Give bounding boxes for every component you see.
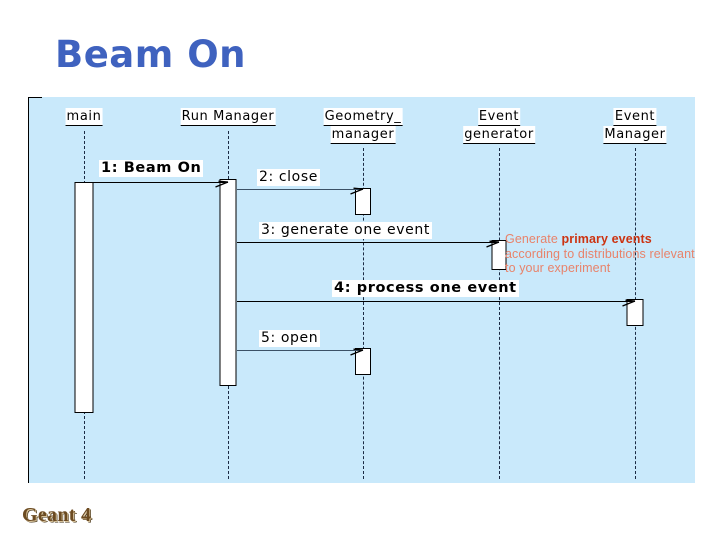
note-emphasis: primary events bbox=[561, 232, 652, 246]
lifeline-header-line: main bbox=[65, 108, 103, 126]
lifeline-header-text: Event bbox=[613, 108, 657, 126]
message-arrowhead-1 bbox=[215, 174, 229, 188]
activation-bar-event-generator bbox=[491, 240, 507, 270]
activation-bar-main bbox=[74, 182, 94, 413]
lifeline-header-line: Event bbox=[463, 108, 535, 126]
panel-top-border bbox=[28, 97, 42, 98]
message-label-4: 4: process one event bbox=[332, 280, 519, 297]
footer-logo: Geant 4 bbox=[22, 504, 92, 526]
lifeline-header-text: Manager bbox=[603, 126, 667, 144]
lifeline-header-geometry-manager: Geometry_manager bbox=[323, 108, 403, 144]
panel-left-border bbox=[28, 97, 29, 483]
lifeline-event-generator bbox=[499, 148, 500, 479]
lifeline-header-text: Run Manager bbox=[180, 108, 276, 126]
lifeline-header-line: Event bbox=[603, 108, 666, 126]
lifeline-header-line: Run Manager bbox=[180, 108, 276, 126]
activation-bar-run-manager bbox=[219, 179, 237, 386]
lifeline-header-run-manager: Run Manager bbox=[180, 108, 276, 126]
message-label-2: 2: close bbox=[257, 169, 320, 186]
message-line-4 bbox=[237, 301, 635, 302]
lifeline-geometry-manager bbox=[363, 148, 364, 479]
lifeline-header-main: main bbox=[65, 108, 103, 126]
message-arrowhead-5 bbox=[350, 342, 364, 356]
lifeline-header-line: Geometry_ bbox=[323, 108, 403, 126]
message-label-1: 1: Beam On bbox=[99, 160, 204, 177]
lifeline-header-line: manager bbox=[324, 126, 403, 144]
message-line-3 bbox=[237, 242, 499, 243]
lifeline-header-text: manager bbox=[330, 126, 396, 144]
lifeline-header-line: generator bbox=[463, 126, 535, 144]
lifeline-header-line: Manager bbox=[603, 126, 667, 144]
message-line-5 bbox=[237, 350, 363, 351]
message-arrowhead-3 bbox=[486, 234, 500, 248]
event-generator-note: Generate primary events according to dis… bbox=[505, 232, 705, 276]
message-arrowhead-2 bbox=[350, 181, 364, 195]
note-text: Generate bbox=[505, 232, 562, 246]
lifeline-header-text: Geometry_ bbox=[323, 108, 403, 126]
activation-bar-event-manager bbox=[626, 299, 644, 326]
message-line-2 bbox=[237, 189, 363, 190]
message-arrowhead-4 bbox=[622, 293, 636, 307]
page-title: Beam On bbox=[55, 33, 246, 76]
message-line-1 bbox=[84, 182, 228, 183]
message-label-3: 3: generate one event bbox=[259, 222, 432, 239]
lifeline-header-text: Event bbox=[477, 108, 521, 126]
note-text: according to distributions relevant to y… bbox=[505, 246, 695, 276]
activation-bar-geometry-manager bbox=[355, 348, 371, 375]
lifeline-header-text: generator bbox=[463, 126, 535, 144]
message-label-5: 5: open bbox=[259, 330, 321, 347]
lifeline-header-text: main bbox=[65, 108, 103, 126]
